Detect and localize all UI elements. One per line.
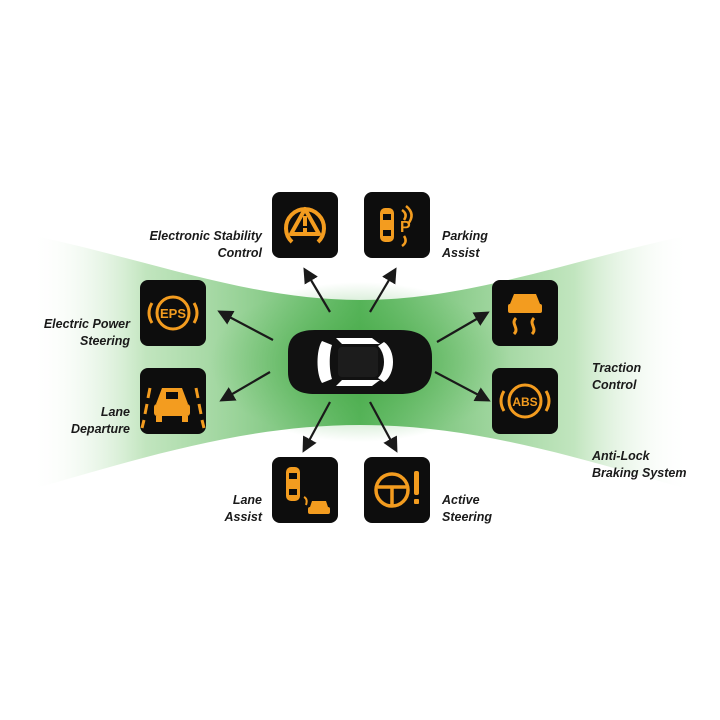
label-eps: Electric Power Steering [20, 316, 130, 350]
lane-assist-icon [286, 467, 330, 514]
green-band [30, 235, 690, 490]
esc-tile [272, 192, 338, 258]
svg-text:P: P [400, 219, 411, 236]
label-active-line1: Active [442, 493, 480, 507]
park-tile: P [364, 192, 430, 258]
label-park-line1: Parking [442, 229, 488, 243]
eps-badge: EPS [160, 306, 186, 321]
arrow-active [369, 401, 398, 453]
active-steering-icon [374, 471, 419, 508]
label-lane-assist: Lane Assist [180, 492, 262, 526]
eps-icon: EPS [147, 295, 199, 331]
label-lane-assist-line2: Assist [224, 510, 262, 524]
active-tile [364, 457, 430, 523]
traction-control-icon [508, 294, 542, 336]
label-abs: Anti-Lock Braking System [592, 448, 712, 482]
label-lane-departure-line1: Lane [100, 405, 130, 419]
label-esc: Electronic Stability Control [120, 228, 262, 262]
lane-assist-tile [272, 457, 338, 523]
label-lane-departure: Lane Departure [20, 404, 130, 438]
eps-tile: EPS [140, 280, 206, 346]
abs-badge: ABS [512, 395, 537, 409]
label-lane-assist-line1: Lane [232, 493, 262, 507]
label-traction: Traction Control [592, 360, 702, 394]
label-abs-line1: Anti-Lock [592, 449, 650, 463]
label-active: Active Steering [442, 492, 542, 526]
abs-icon: ABS [499, 383, 551, 419]
arrow-lane-assist [302, 401, 331, 453]
arrow-traction [436, 311, 490, 343]
car-top-view-icon [288, 330, 432, 394]
label-eps-line1: Electric Power [43, 317, 130, 331]
label-eps-line2: Steering [79, 334, 130, 348]
arrow-eps [217, 310, 274, 341]
arrows [217, 267, 491, 453]
label-esc-line2: Control [217, 246, 262, 260]
lane-departure-icon [140, 387, 206, 429]
arrow-lane-departure [219, 371, 271, 402]
parking-sensor-icon: P [380, 205, 413, 248]
label-traction-line1: Traction [592, 361, 642, 375]
label-traction-line2: Control [592, 378, 637, 392]
lane-departure-tile [140, 368, 206, 434]
warning-triangle-icon [284, 207, 326, 244]
traction-tile [492, 280, 558, 346]
arrow-park [369, 267, 397, 313]
label-park: Parking Assist [442, 228, 542, 262]
abs-tile: ABS [492, 368, 558, 434]
label-lane-departure-line2: Departure [70, 422, 130, 436]
label-park-line2: Assist [442, 246, 480, 260]
label-active-line2: Steering [442, 510, 493, 524]
arrow-esc [303, 267, 331, 313]
label-esc-line1: Electronic Stability [149, 229, 262, 243]
label-abs-line2: Braking System [592, 466, 687, 480]
arrow-abs [434, 371, 491, 402]
